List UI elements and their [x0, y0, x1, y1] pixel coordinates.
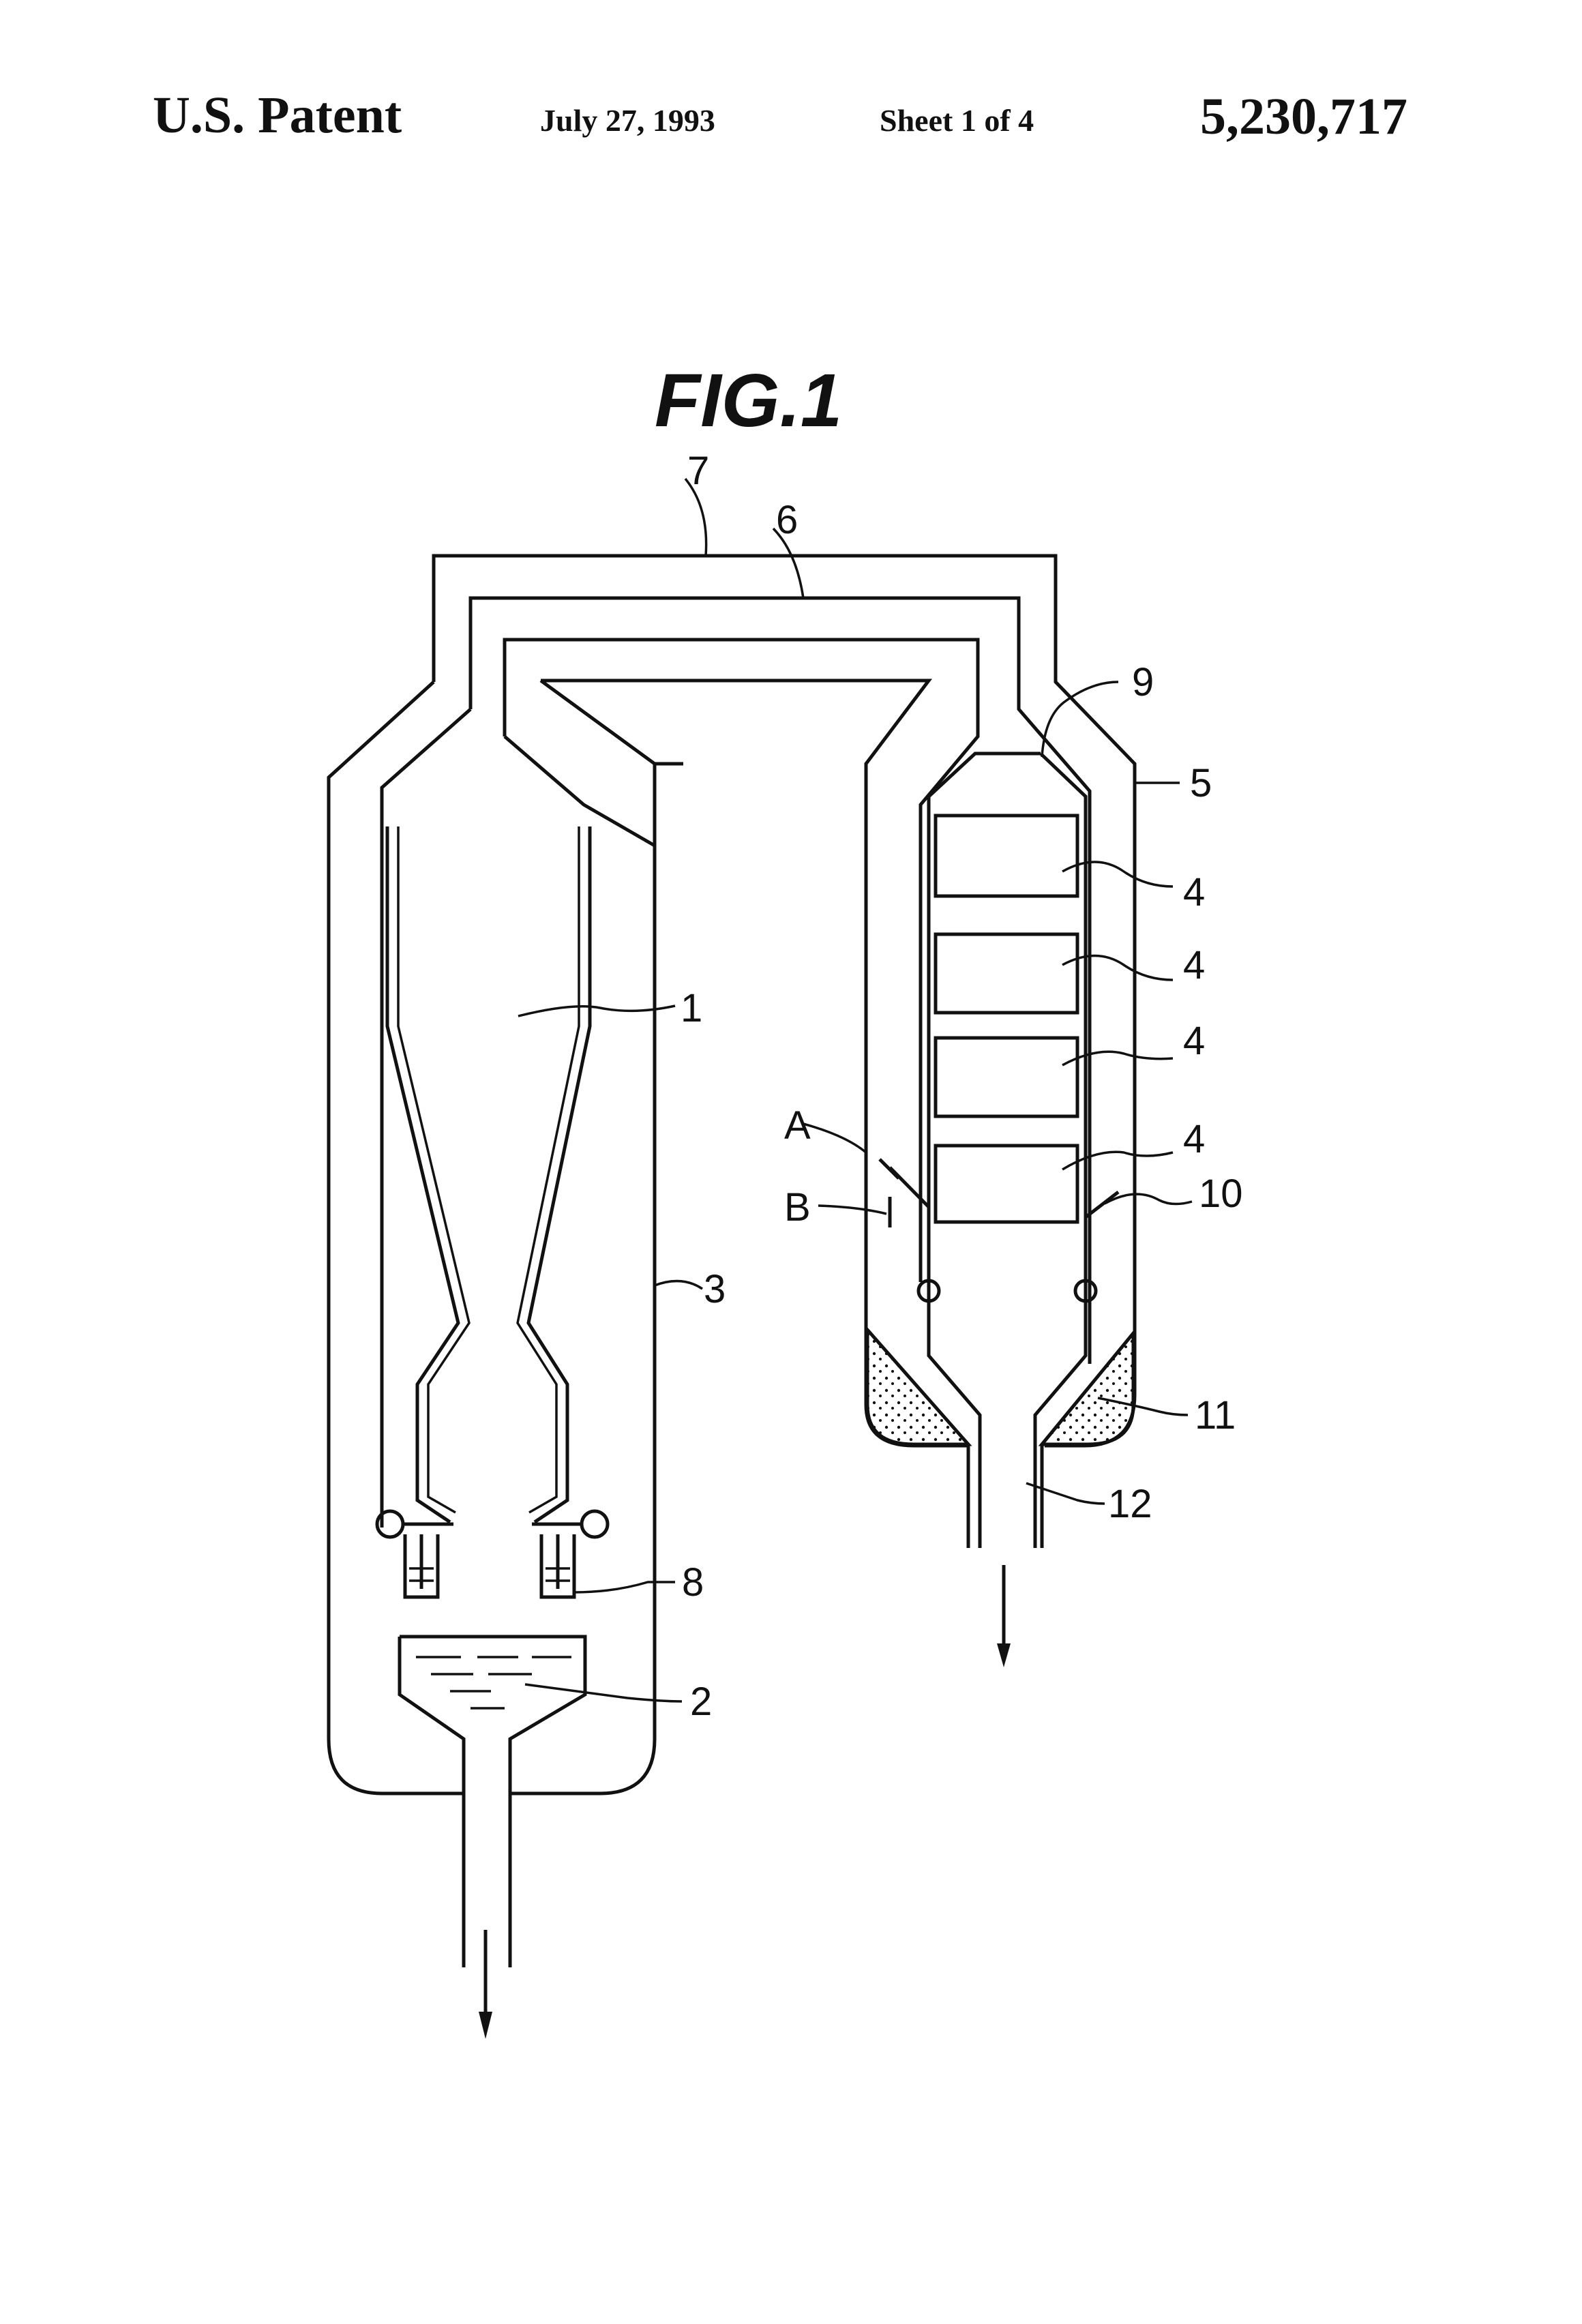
leader-3 — [655, 1281, 702, 1289]
label-1: 1 — [681, 986, 702, 1030]
label-11: 11 — [1195, 1393, 1236, 1437]
label-12: 12 — [1108, 1482, 1152, 1526]
gasifier-1-right-inner — [518, 826, 579, 1513]
valve-A — [880, 1159, 899, 1178]
filter-unit-4d — [936, 1146, 1077, 1222]
label-5: 5 — [1190, 761, 1212, 805]
leader-B — [818, 1206, 886, 1214]
outer-vessel-left-3 — [329, 682, 464, 1967]
duct-6-left — [382, 709, 471, 1528]
outer-vessel-7 — [434, 556, 1135, 1446]
outer-vessel-right-3 — [510, 764, 683, 1967]
leader-A — [803, 1124, 866, 1152]
dust-hopper-left-11 — [867, 1330, 968, 1444]
gas-outlet-arrowhead — [997, 1643, 1011, 1667]
label-4d: 4 — [1183, 1117, 1205, 1161]
seal-pot-right-8 — [541, 1534, 574, 1597]
filter-unit-4b — [936, 934, 1077, 1013]
leader-8 — [574, 1582, 675, 1592]
slag-tank-2 — [400, 1637, 585, 1800]
label-4b: 4 — [1183, 943, 1205, 987]
label-9: 9 — [1132, 660, 1154, 704]
gasifier-1-left-inner — [398, 826, 469, 1513]
seal-pot-left-8 — [405, 1534, 438, 1597]
leader-1 — [518, 1006, 675, 1016]
duct-6 — [471, 598, 1090, 1364]
label-8: 8 — [682, 1560, 704, 1605]
leader-10 — [1105, 1194, 1192, 1204]
funnel-top — [541, 681, 929, 1405]
label-A: A — [784, 1103, 811, 1148]
label-4a: 4 — [1183, 870, 1205, 914]
label-B: B — [784, 1185, 811, 1230]
filter-unit-4a — [936, 816, 1077, 896]
leader-12 — [1026, 1483, 1105, 1504]
label-4c: 4 — [1183, 1019, 1205, 1063]
slag-liquid — [416, 1657, 571, 1708]
label-10: 10 — [1199, 1172, 1243, 1216]
burner-right — [582, 1511, 608, 1537]
figure-title: FIG.1 — [655, 359, 842, 443]
filter-unit-4c — [936, 1038, 1077, 1116]
label-6: 6 — [776, 498, 798, 542]
label-3: 3 — [704, 1267, 726, 1311]
leader-2 — [525, 1684, 682, 1701]
label-2: 2 — [690, 1680, 712, 1724]
gasifier-1-right-wall — [528, 826, 590, 1522]
leader-9 — [1042, 682, 1118, 757]
label-7: 7 — [687, 449, 709, 493]
filter-stems — [929, 1222, 1086, 1279]
slag-outlet-arrowhead — [479, 2012, 492, 2039]
